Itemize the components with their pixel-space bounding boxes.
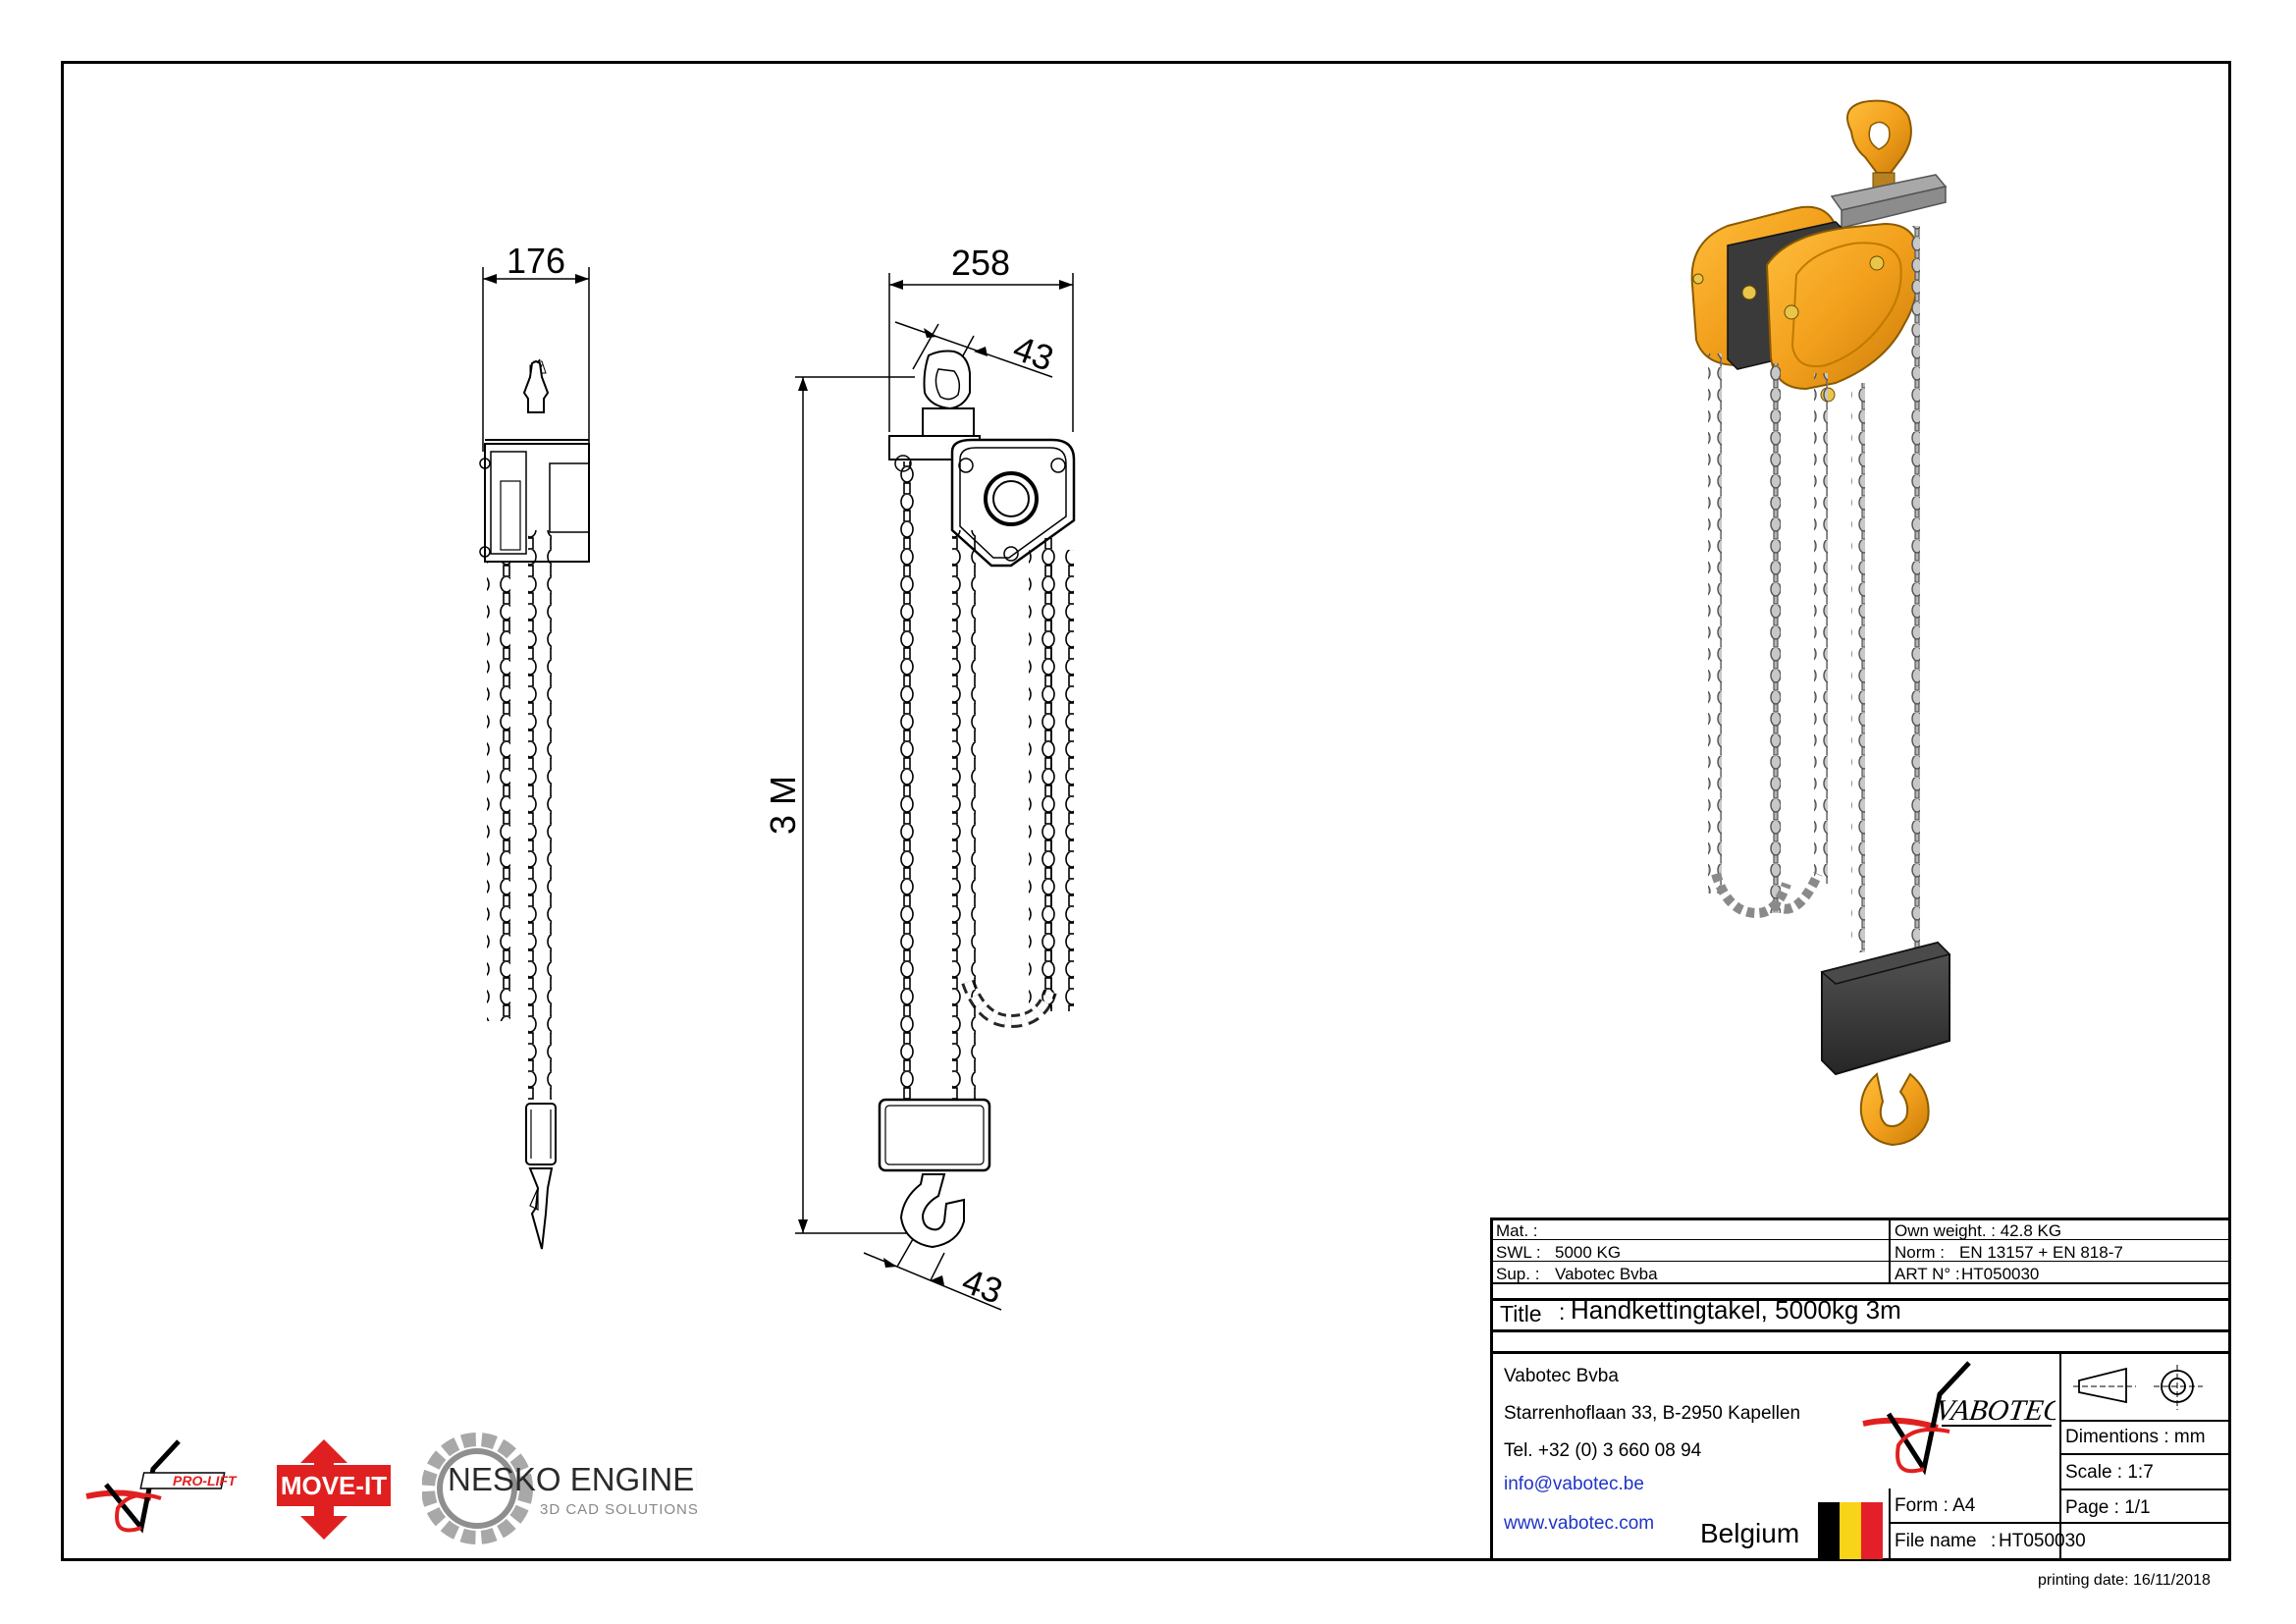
side-view [479,267,590,1250]
dim-front-width: 258 [951,243,1010,283]
company-website[interactable]: www.vabotec.com [1504,1513,1655,1534]
nesko-logo: NESKO ENGINEERING 3D CAD SOLUTIONS [422,1433,697,1544]
sup-value: Vabotec Bvba [1555,1265,1658,1283]
art-label: ART N° : [1895,1265,1960,1283]
country-label: Belgium [1700,1518,1800,1548]
norm-value: EN 13157 + EN 818-7 [1959,1243,2123,1262]
swl-label: SWL : [1496,1243,1541,1262]
nesko-logo-subtext: 3D CAD SOLUTIONS [540,1501,697,1518]
drawing-scale: Scale : 1:7 [2065,1462,2154,1483]
title-block: Mat. : SWL : 5000 KG Sup. : Vabotec Bvba… [1490,1218,2231,1561]
swl-value: 5000 KG [1555,1243,1622,1262]
moveit-logo: MOVE-IT [277,1439,391,1540]
moveit-logo-text: MOVE-IT [281,1471,387,1500]
company-address: Starrenhoflaan 33, B-2950 Kapellen [1504,1403,1801,1424]
mat-label: Mat. : [1496,1221,1538,1240]
file-name-value: HT050030 [1999,1531,2086,1551]
dim-height: 3 M [763,776,803,835]
dim-side-width: 176 [507,241,565,281]
company-name: Vabotec Bvba [1504,1366,1619,1386]
prolift-logo-text: PRO-LIFT [173,1473,238,1489]
page-number: Page : 1/1 [2065,1497,2151,1518]
belgium-flag [1818,1502,1883,1559]
sup-label: Sup. : [1496,1265,1540,1283]
vabotec-logo-text: VABOTEC [1934,1393,2056,1427]
front-view [795,273,1076,1311]
printing-date: printing date: 16/11/2018 [2038,1572,2211,1589]
file-name-separator: : [1991,1531,1997,1551]
art-value: HT050030 [1961,1265,2040,1283]
norm-label: Norm : [1895,1243,1945,1262]
dim-bottom-hook: 43 [957,1261,1008,1312]
vabotec-logo: VABOTEC [1862,1361,2056,1476]
company-email[interactable]: info@vabotec.be [1504,1474,1644,1494]
own-weight: Own weight. : 42.8 KG [1895,1221,2062,1240]
first-angle-projection-icon [2073,1365,2203,1410]
drawing-frame [61,61,2231,1561]
nesko-logo-text: NESKO ENGINEERING [448,1461,697,1497]
hoist-3d-render [1690,99,1951,1147]
title-value: Handkettingtakel, 5000kg 3m [1571,1295,1901,1325]
file-name-label: File name [1895,1531,1977,1551]
form-size: Form : A4 [1895,1495,1976,1516]
prolift-logo: PRO-LIFT [85,1439,238,1534]
title-label: Title [1500,1301,1542,1326]
dimensions-unit: Dimentions : mm [2065,1427,2206,1447]
dim-top-hook: 43 [1008,328,1059,379]
title-separator: : [1559,1299,1566,1325]
company-phone: Tel. +32 (0) 3 660 08 94 [1504,1440,1702,1461]
